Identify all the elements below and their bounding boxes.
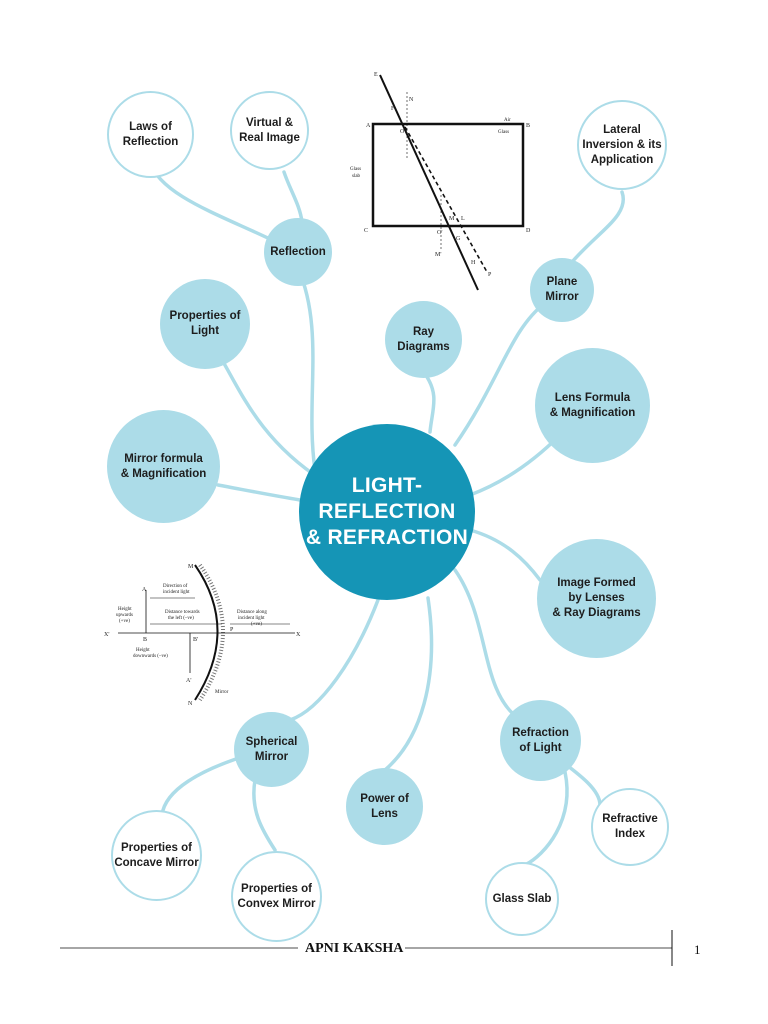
link-center-spherical — [288, 598, 380, 722]
node-laws-of-reflection: Laws of Reflection — [107, 91, 194, 178]
link-center-mirrorformula — [216, 483, 302, 502]
label-air: Air — [504, 118, 511, 123]
label-mirror: Mirror — [215, 690, 229, 695]
link-center-image — [468, 528, 542, 582]
label-distance-along-3: (+ve) — [251, 622, 262, 627]
mirror-hatch — [198, 563, 225, 702]
link-plane-lateral — [570, 190, 626, 264]
label-B: B — [143, 637, 147, 643]
label-Mprime: M' — [435, 252, 441, 258]
link-center-ray — [423, 372, 436, 434]
label-L: L — [461, 216, 465, 222]
node-refractive-index: Refractive Index — [591, 788, 669, 866]
label-height-down-2: downwards (–ve) — [133, 654, 168, 659]
link-refraction-glass — [523, 770, 569, 867]
node-plane-mirror: Plane Mirror — [530, 258, 594, 322]
label-D: D — [526, 228, 531, 234]
node-lateral-inversion: Lateral Inversion & its Application — [577, 100, 667, 190]
link-center-reflection — [296, 266, 317, 472]
center-topic: LIGHT-REFLECTION & REFRACTION — [299, 424, 475, 600]
label-F: F — [391, 106, 395, 112]
node-properties-of-light: Properties of Light — [160, 279, 250, 369]
node-refraction-of-light: Refraction of Light — [500, 700, 581, 781]
node-properties-convex: Properties of Convex Mirror — [231, 851, 322, 942]
node-reflection: Reflection — [264, 218, 332, 286]
label-B: B — [526, 123, 530, 129]
label-glass: Glass — [498, 130, 509, 135]
label-glass-slab: Glass — [350, 167, 361, 172]
label-O: O — [400, 129, 405, 135]
label-height-up: Height — [118, 607, 132, 612]
link-spherical-concave — [160, 753, 250, 817]
label-N: N — [409, 97, 414, 103]
label-P: P — [230, 627, 234, 633]
label-height-up-2: upwards — [116, 613, 133, 618]
node-glass-slab: Glass Slab — [485, 862, 559, 936]
label-P: P — [488, 272, 492, 278]
node-lens-formula: Lens Formula & Magnification — [535, 348, 650, 463]
label-distance-along: Distance along — [237, 610, 267, 615]
node-properties-concave: Properties of Concave Mirror — [111, 810, 202, 901]
label-H: H — [471, 260, 476, 266]
footer-brand: APNI KAKSHA — [305, 941, 404, 956]
label-glass-slab-2: slab — [352, 174, 361, 179]
link-spherical-convex — [252, 778, 277, 852]
page-number: 1 — [694, 942, 701, 957]
node-virtual-real-image: Virtual & Real Image — [230, 91, 309, 170]
node-spherical-mirror: Spherical Mirror — [234, 712, 309, 787]
label-distance-along-2: incident light — [238, 616, 265, 621]
node-power-of-lens: Power of Lens — [346, 768, 423, 845]
label-C: C — [364, 228, 368, 234]
label-A: A — [142, 587, 147, 593]
link-center-refraction — [453, 568, 520, 720]
label-Bprime: B' — [193, 637, 198, 643]
label-M: M — [449, 216, 455, 222]
label-X: X — [296, 632, 301, 638]
label-A: A — [366, 123, 371, 129]
link-center-plane — [453, 301, 547, 447]
node-ray-diagrams: Ray Diagrams — [385, 301, 462, 378]
link-center-power — [383, 596, 434, 772]
label-direction-2: incident light — [163, 590, 190, 595]
label-N: N — [188, 701, 193, 707]
label-M: M — [188, 564, 194, 570]
label-height-down: Height — [136, 648, 150, 653]
label-G: G — [456, 236, 461, 242]
label-direction: Direction of — [163, 584, 188, 589]
node-image-formed: Image Formed by Lenses & Ray Diagrams — [537, 539, 656, 658]
link-center-properties — [220, 358, 324, 482]
label-Oprime: O' — [437, 230, 442, 236]
label-height-up-3: (+ve) — [119, 619, 130, 624]
label-distance-left: Distance towards — [165, 610, 200, 615]
incident-ray — [379, 74, 479, 291]
mirror-curve — [194, 564, 219, 701]
link-reflection-virtual — [282, 170, 304, 224]
label-Xprime: X' — [104, 632, 109, 638]
label-distance-left-2: the left (–ve) — [168, 616, 194, 621]
label-Aprime: A' — [186, 678, 191, 684]
label-E: E — [374, 72, 378, 78]
node-mirror-formula: Mirror formula & Magnification — [107, 410, 220, 523]
